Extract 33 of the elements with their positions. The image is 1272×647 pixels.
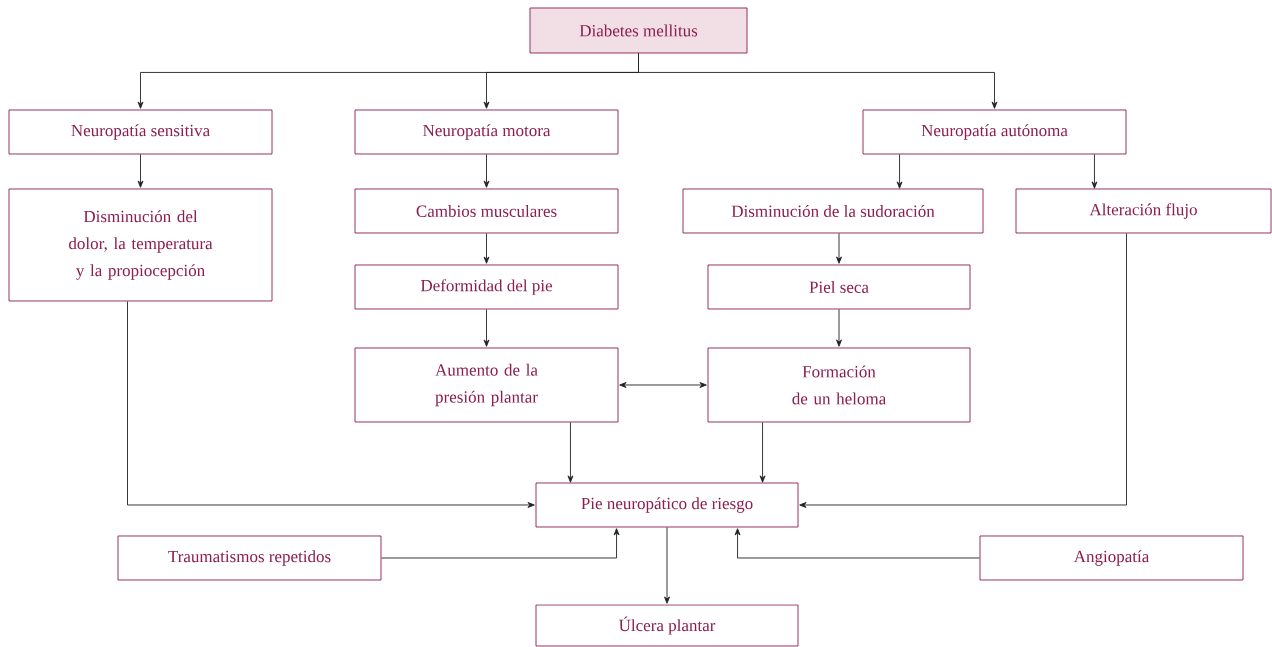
process-box: Cambios musculares: [354, 188, 619, 234]
process-box: Disminución del dolor, la temperatura y la propiocepción: [8, 188, 273, 302]
process-box: Diabetes mellitus: [529, 7, 748, 54]
arrow: [619, 382, 707, 388]
arrow: [381, 528, 620, 559]
process-box: Neuropatía sensitiva: [8, 109, 273, 155]
arrow: [127, 301, 535, 508]
process-box: Neuropatía motora: [354, 109, 619, 155]
process-box: Úlcera plantar: [535, 604, 799, 647]
process-box: Deformidad del pie: [354, 264, 619, 310]
arrow: [567, 422, 574, 483]
arrow: [836, 233, 842, 264]
arrow: [483, 233, 490, 264]
arrow: [664, 527, 670, 604]
process-box: Aumento de la presión plantar: [354, 347, 619, 423]
arrow: [836, 309, 842, 347]
process-box: Formación de un heloma: [707, 347, 971, 423]
process-box: Traumatismos repetidos: [117, 535, 382, 581]
arrow: [1091, 154, 1098, 189]
arrow: [483, 309, 490, 347]
arrow: [799, 233, 1127, 508]
process-box: Pie neuropático de riesgo: [535, 482, 799, 528]
arrow: [638, 53, 998, 109]
process-box: Angiopatía: [979, 535, 1244, 581]
arrow: [759, 422, 766, 483]
process-box: Piel seca: [707, 264, 971, 310]
process-box: Alteración flujo: [1015, 188, 1272, 234]
process-box: Neuropatía autónoma: [862, 109, 1127, 155]
arrow: [734, 528, 980, 559]
arrow: [483, 154, 490, 188]
arrow: [137, 154, 144, 188]
process-box: Disminución de la sudoración: [682, 188, 984, 234]
arrow: [896, 154, 903, 189]
